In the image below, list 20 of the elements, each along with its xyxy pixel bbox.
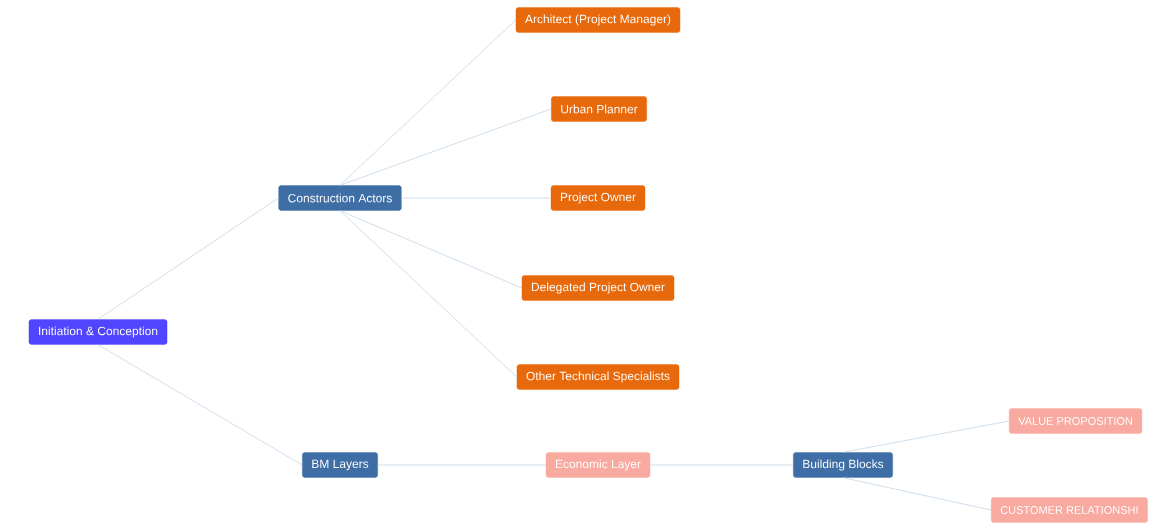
- root-box: Initiation & Conception: [28, 319, 168, 345]
- topic-box: Economic Layer: [545, 452, 651, 478]
- topic-box: BM Layers: [302, 452, 378, 478]
- topic-box: Other Technical Specialists: [516, 364, 680, 390]
- connector-line: [339, 19, 517, 186]
- connector-line: [842, 420, 1010, 453]
- connector-line: [842, 477, 992, 511]
- topic-box: Delegated Project Owner: [521, 275, 675, 301]
- topic-box: Urban Planner: [551, 96, 647, 122]
- connector-line: [97, 197, 279, 320]
- connector-line: [339, 210, 518, 378]
- topic-box: Architect (Project Manager): [515, 7, 681, 33]
- topic-box: Construction Actors: [278, 185, 402, 211]
- topic-box: Project Owner: [550, 185, 646, 211]
- connector-line: [339, 210, 523, 289]
- topic-box: Building Blocks: [793, 452, 893, 478]
- connector-line: [339, 108, 552, 186]
- topic-box: VALUE PROPOSITION: [1009, 408, 1143, 434]
- topic-box: CUSTOMER RELATIONSHI: [991, 497, 1148, 523]
- connector-line: [97, 344, 303, 466]
